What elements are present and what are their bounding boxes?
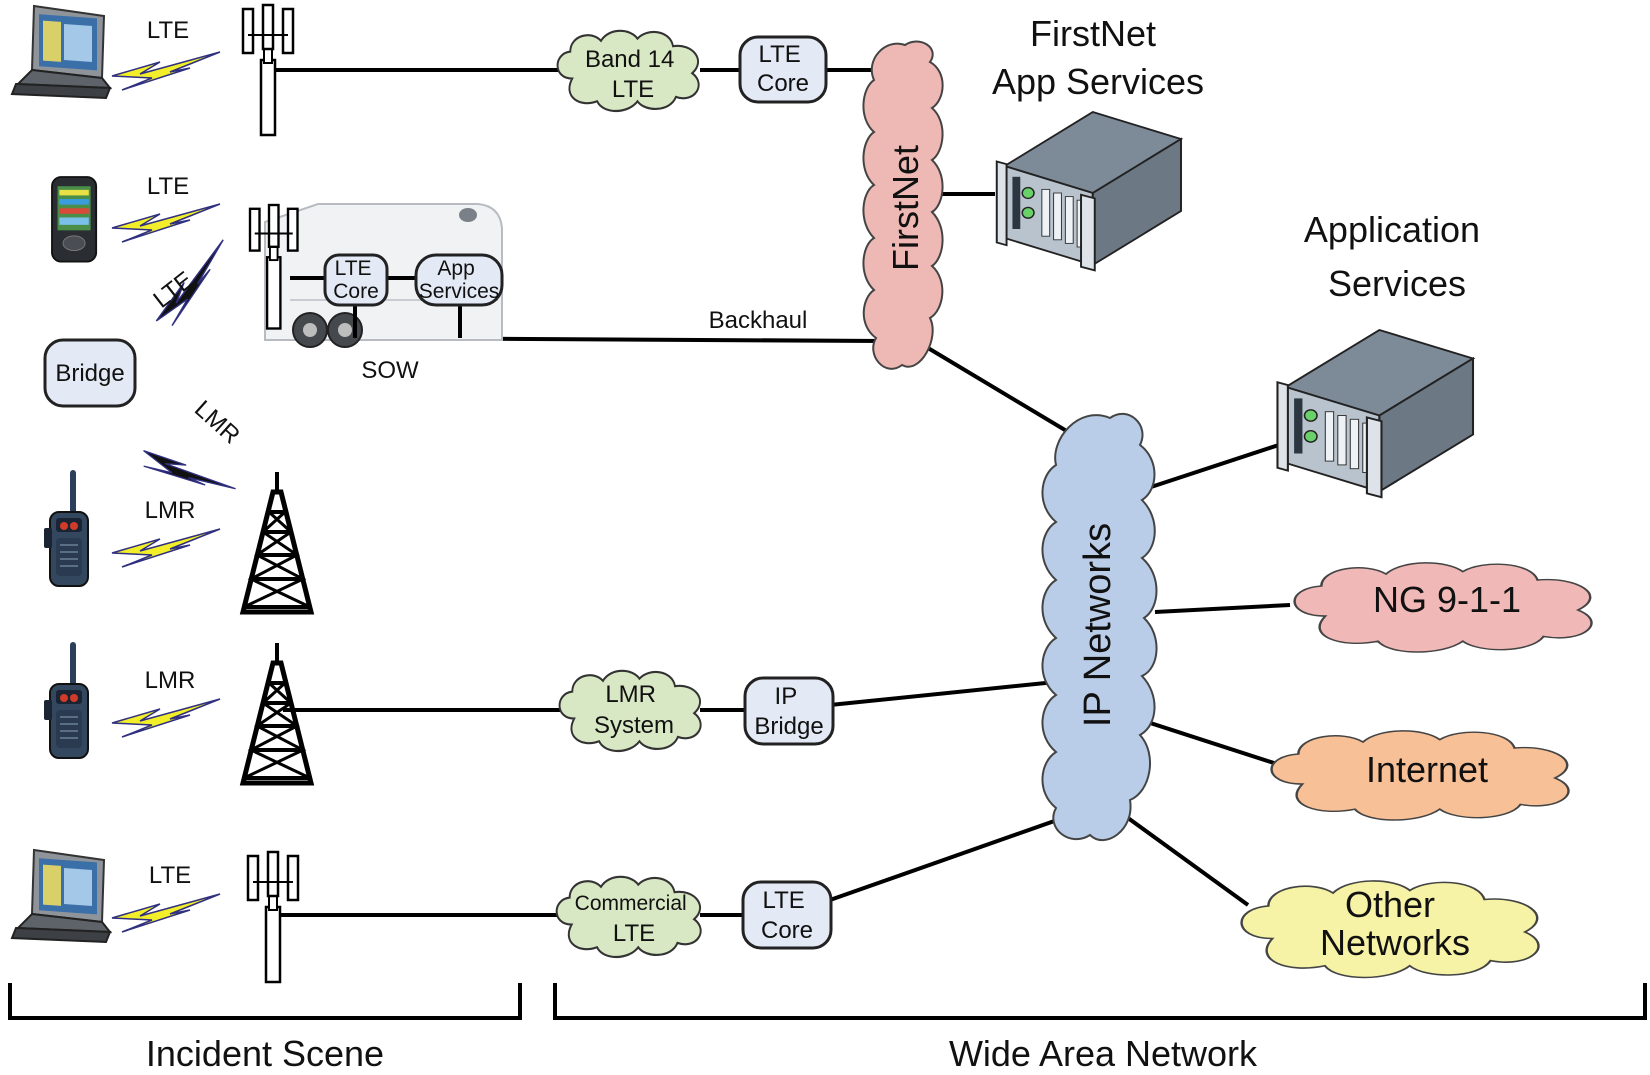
lightning-icon <box>111 51 221 91</box>
sow-label: SOW <box>361 357 419 384</box>
sow-app-services-box <box>414 253 504 307</box>
radio-label: LTE <box>148 266 198 313</box>
wide-area-network-bracket <box>553 983 1647 1020</box>
ip-networks-cloud <box>1041 412 1158 841</box>
server-icon <box>995 111 1182 272</box>
internet-label: Internet <box>1366 749 1488 790</box>
lmr-system-label: LMR System <box>594 681 674 739</box>
lightning-icon <box>111 893 221 933</box>
connection-lines <box>265 68 1301 917</box>
ip-bridge-box <box>743 676 835 746</box>
radio-icon <box>43 469 89 587</box>
lattice-tower-icon <box>243 472 311 612</box>
firstnet-app-services-label: FirstNet App Services <box>992 13 1204 102</box>
laptop-icon <box>11 849 111 943</box>
incident-scene-label: Incident Scene <box>146 1033 384 1074</box>
radio-label: LMR <box>145 667 196 694</box>
sow-lte-core-box <box>323 253 389 307</box>
phone-icon <box>51 176 98 263</box>
ng911-label: NG 9-1-1 <box>1373 579 1521 620</box>
band14-lte-label: Band 14 LTE <box>585 46 681 103</box>
lightning-icon <box>155 239 224 326</box>
firstnet-cloud-label: FirstNet <box>885 145 926 271</box>
bridge-label: Bridge <box>55 360 124 387</box>
lightning-icon <box>111 528 221 568</box>
server-icon <box>1276 328 1475 499</box>
firstnet-cloud <box>862 40 944 370</box>
lightning-icon <box>111 698 221 738</box>
commercial-lte-label: Commercial LTE <box>575 889 694 947</box>
lightning-icon <box>143 450 236 490</box>
radio-label: LTE <box>147 173 189 200</box>
lightning-icon <box>111 203 221 243</box>
sow-lte-core-label: LTE Core <box>333 257 379 303</box>
ip-bridge-label: IP Bridge <box>754 683 823 740</box>
laptop-icon <box>11 5 111 99</box>
backhaul-label: Backhaul <box>709 307 808 334</box>
radio-label: LMR <box>189 395 245 449</box>
bridge-box <box>43 338 137 408</box>
lte-core-label: LTE Core <box>761 887 813 944</box>
radio-label: LTE <box>149 862 191 889</box>
radio-label: LMR <box>145 497 196 524</box>
other-networks-label: Other Networks <box>1320 884 1470 963</box>
radio-icon <box>43 641 89 759</box>
wide-area-network-label: Wide Area Network <box>949 1033 1258 1074</box>
ip-networks-label: IP Networks <box>1077 523 1119 727</box>
radio-label: LTE <box>147 17 189 44</box>
lattice-tower-icon <box>243 643 311 783</box>
lte-core-box <box>741 880 833 950</box>
application-services-label: Application Services <box>1304 209 1490 304</box>
sow-app-services-label: App Services <box>419 257 500 303</box>
lte-core-label: LTE Core <box>757 41 809 97</box>
lte-core-box <box>738 35 828 104</box>
incident-scene-bracket <box>8 983 522 1020</box>
